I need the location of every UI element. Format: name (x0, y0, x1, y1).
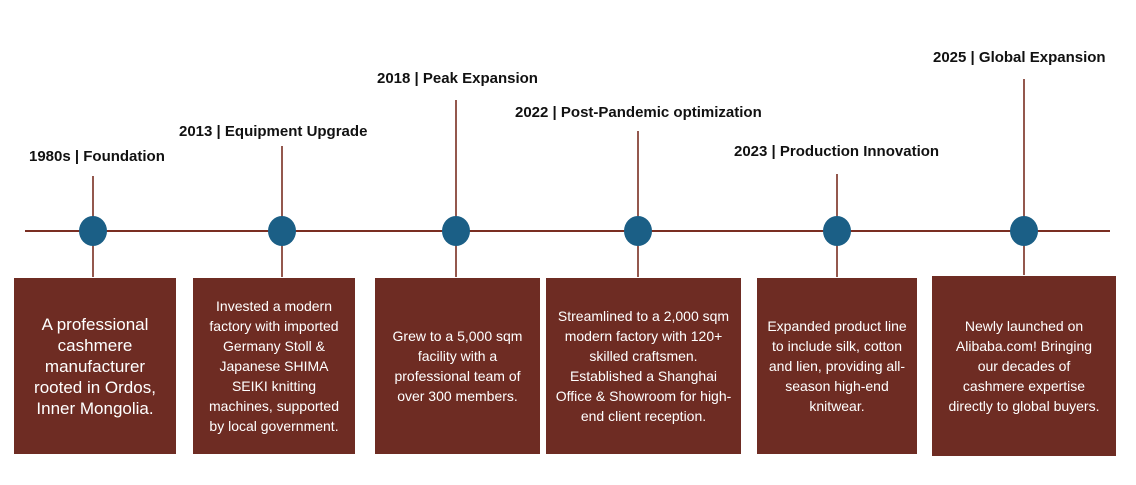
milestone-title-1980s: 1980s | Foundation (29, 148, 165, 165)
milestone-dot-1980s (79, 216, 107, 246)
milestone-text-1980s: A professional cashmere manufacturer roo… (34, 314, 156, 418)
milestone-text-2025: Newly launched on Alibaba.com! Bringing … (948, 318, 1100, 414)
milestone-title-2013: 2013 | Equipment Upgrade (179, 123, 368, 140)
milestone-dot-2018 (442, 216, 470, 246)
milestone-text-2022: Streamlined to a 2,000 sqm modern factor… (555, 308, 732, 424)
milestone-box-1980s: A professional cashmere manufacturer roo… (14, 278, 176, 454)
milestone-dot-2022 (624, 216, 652, 246)
milestone-box-2013: Invested a modern factory with imported … (193, 278, 355, 454)
milestone-title-2025: 2025 | Global Expansion (933, 49, 1106, 66)
milestone-text-2013: Invested a modern factory with imported … (209, 298, 339, 434)
milestone-box-2018: Grew to a 5,000 sqm facility with a prof… (375, 278, 540, 454)
milestone-box-2023: Expanded product line to include silk, c… (757, 278, 917, 454)
milestone-dot-2025 (1010, 216, 1038, 246)
milestone-title-2018: 2018 | Peak Expansion (377, 70, 538, 87)
milestone-dots (79, 216, 1038, 246)
milestone-dot-2013 (268, 216, 296, 246)
milestone-dot-2023 (823, 216, 851, 246)
milestone-box-2022: Streamlined to a 2,000 sqm modern factor… (546, 278, 741, 454)
milestone-text-2023: Expanded product line to include silk, c… (767, 318, 907, 414)
milestone-title-2022: 2022 | Post-Pandemic optimization (515, 104, 762, 121)
milestone-box-2025: Newly launched on Alibaba.com! Bringing … (932, 276, 1116, 456)
milestone-title-2023: 2023 | Production Innovation (734, 143, 940, 160)
milestone-text-2018: Grew to a 5,000 sqm facility with a prof… (392, 328, 523, 404)
